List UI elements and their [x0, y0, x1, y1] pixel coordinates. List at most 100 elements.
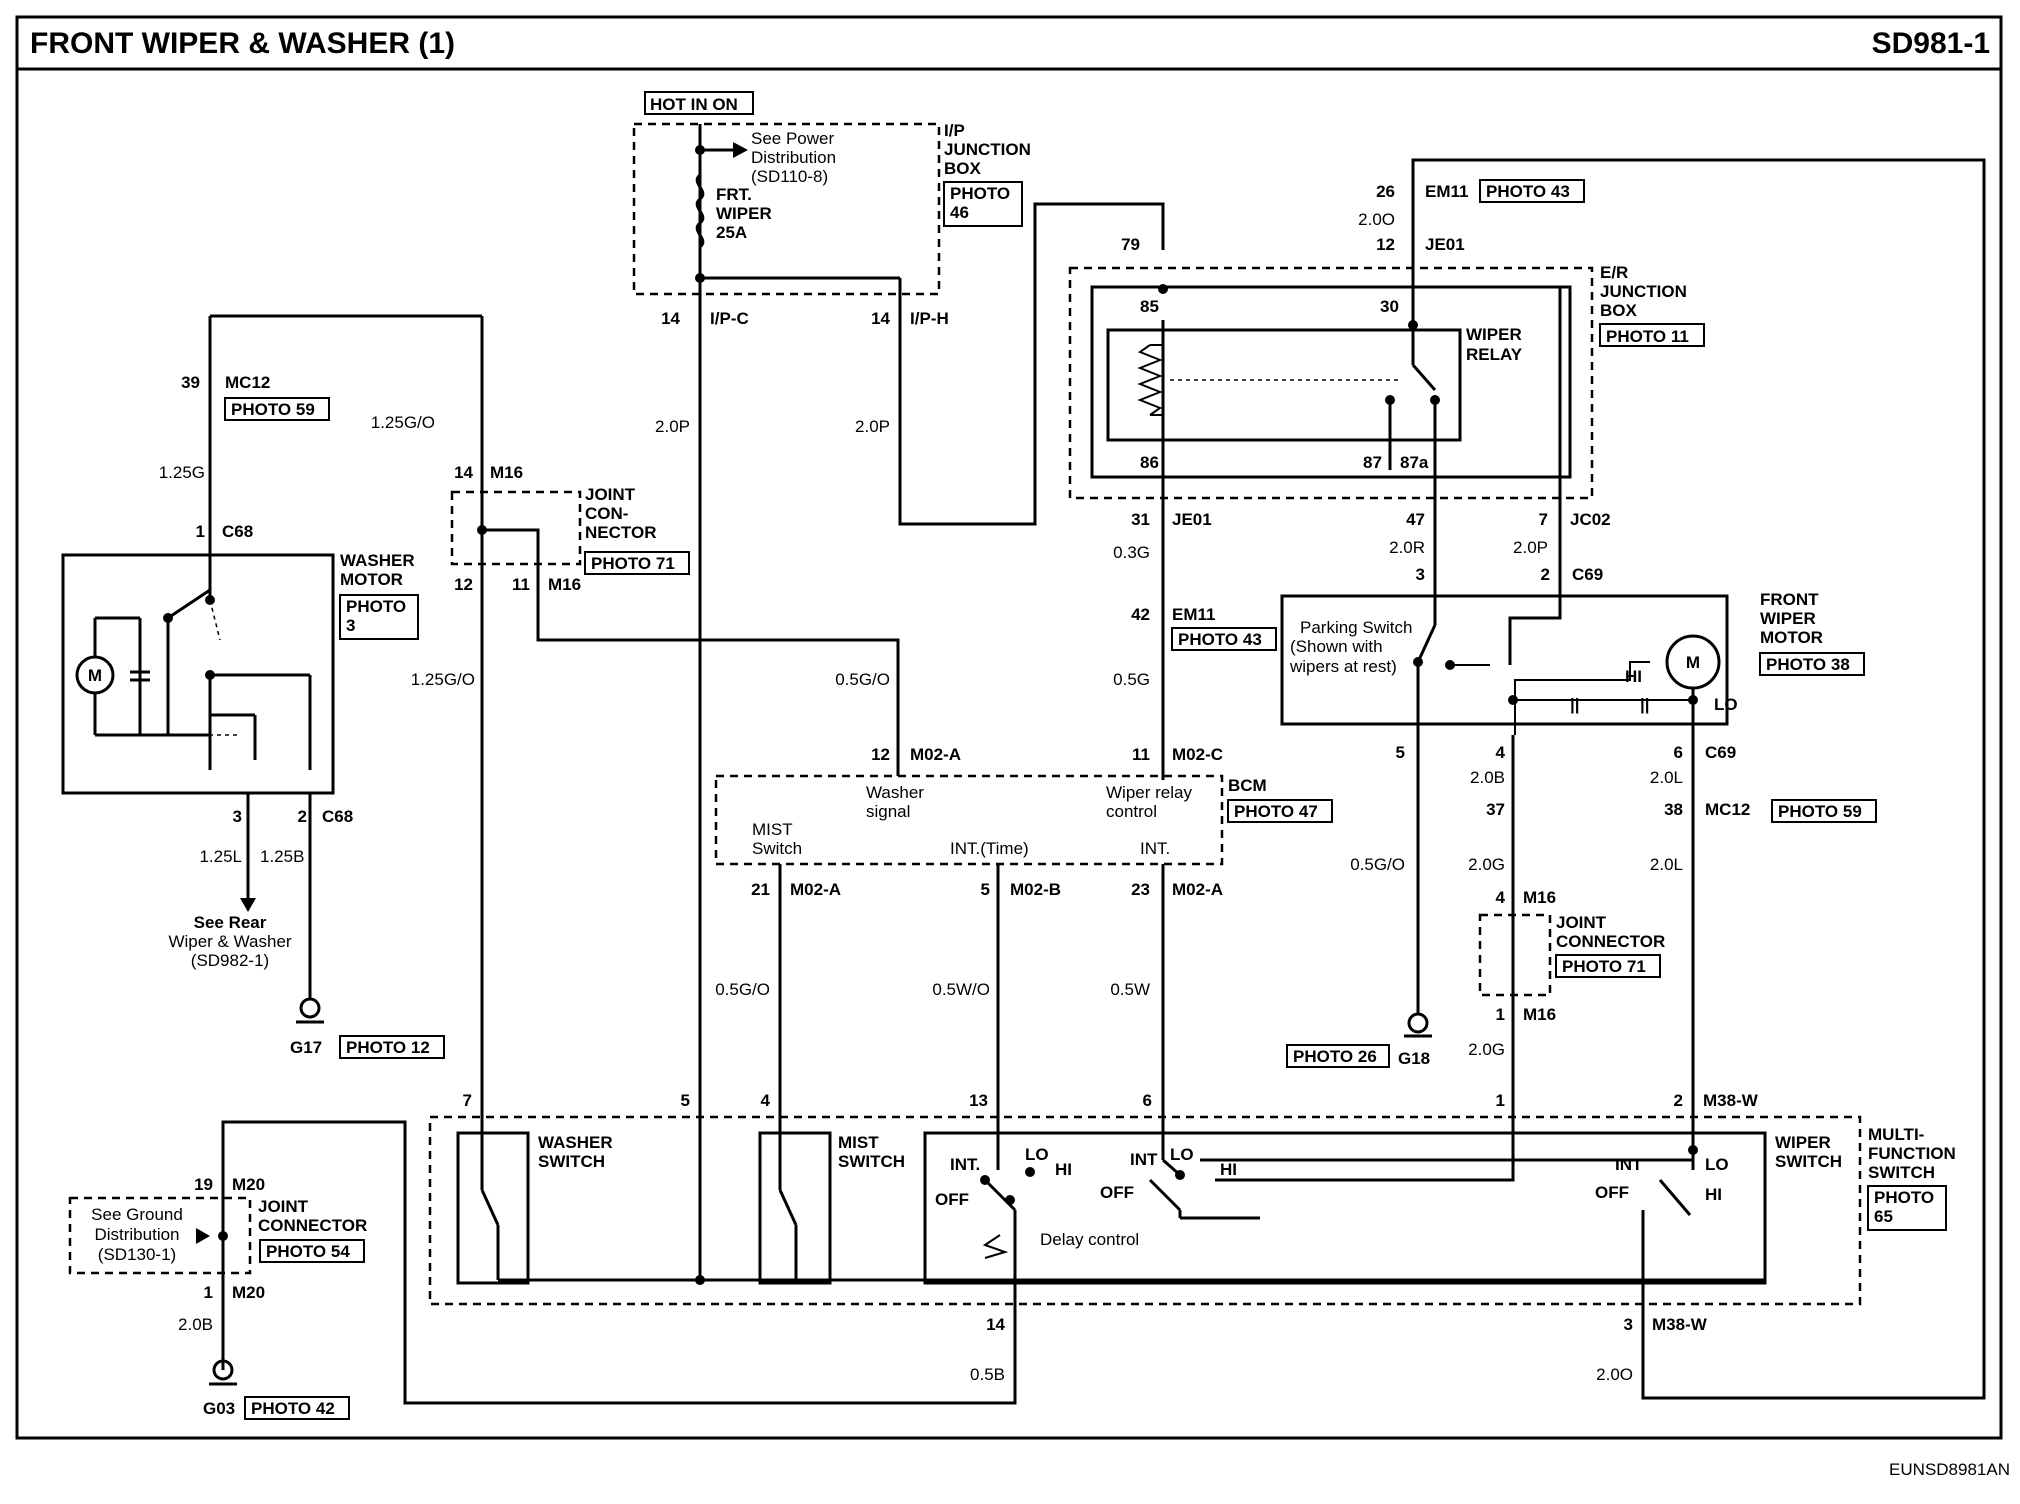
svg-text:6: 6	[1674, 743, 1683, 762]
svg-text:JOINT: JOINT	[1556, 913, 1607, 932]
svg-text:M16: M16	[548, 575, 581, 594]
svg-text:0.5G/O: 0.5G/O	[715, 980, 770, 999]
front-wiper-motor: Parking Switch (Shown with wipers at res…	[1280, 590, 1865, 735]
svg-text:OFF: OFF	[1595, 1183, 1629, 1202]
svg-text:I/P-H: I/P-H	[910, 309, 949, 328]
svg-text:1: 1	[204, 1283, 213, 1302]
svg-text:PHOTO 71: PHOTO 71	[1562, 957, 1646, 976]
svg-text:30: 30	[1380, 297, 1399, 316]
ip-junction-box: HOT IN ON See Power Distribution (SD110-…	[632, 91, 1031, 328]
svg-text:1: 1	[196, 522, 205, 541]
svg-text:(Shown with: (Shown with	[1290, 637, 1383, 656]
svg-text:86: 86	[1140, 453, 1159, 472]
svg-text:G03: G03	[203, 1399, 235, 1418]
svg-text:CONNECTOR: CONNECTOR	[258, 1216, 367, 1235]
svg-text:See Ground: See Ground	[91, 1205, 183, 1224]
svg-text:LO: LO	[1705, 1155, 1729, 1174]
svg-text:PHOTO 43: PHOTO 43	[1178, 630, 1262, 649]
svg-text:PHOTO 47: PHOTO 47	[1234, 802, 1318, 821]
svg-text:87: 87	[1363, 453, 1382, 472]
svg-text:2.0O: 2.0O	[1358, 210, 1395, 229]
svg-text:E/R: E/R	[1600, 263, 1628, 282]
svg-text:M02-C: M02-C	[1172, 745, 1223, 764]
svg-text:CON-: CON-	[585, 504, 628, 523]
svg-text:PHOTO 26: PHOTO 26	[1293, 1047, 1377, 1066]
svg-text:79: 79	[1121, 235, 1140, 254]
svg-text:47: 47	[1406, 510, 1425, 529]
svg-text:2.0P: 2.0P	[655, 417, 690, 436]
svg-text:3: 3	[233, 807, 242, 826]
svg-text:INT: INT	[1130, 1150, 1158, 1169]
svg-text:12: 12	[871, 745, 890, 764]
svg-text:PHOTO 38: PHOTO 38	[1766, 655, 1850, 674]
svg-text:SWITCH: SWITCH	[1775, 1152, 1842, 1171]
svg-text:11: 11	[1132, 745, 1150, 764]
ground-g18: PHOTO 26 G18	[1286, 1012, 1432, 1068]
svg-text:INT: INT	[1615, 1155, 1643, 1174]
svg-text:38: 38	[1664, 800, 1683, 819]
svg-text:2: 2	[298, 807, 307, 826]
svg-text:MIST: MIST	[838, 1133, 879, 1152]
svg-text:5: 5	[681, 1091, 690, 1110]
svg-text:SWITCH: SWITCH	[538, 1152, 605, 1171]
svg-text:1.25G/O: 1.25G/O	[411, 670, 475, 689]
svg-text:2.0P: 2.0P	[1513, 538, 1548, 557]
svg-text:PHOTO 12: PHOTO 12	[346, 1038, 430, 1057]
svg-text:C69: C69	[1705, 743, 1736, 762]
power-dist-2: Distribution	[751, 148, 836, 167]
joint-connector-m16-right: 4 M16 JOINT CONNECTOR PHOTO 71 1 M16 2.0…	[1468, 888, 1665, 1059]
svg-text:4: 4	[1496, 888, 1506, 907]
power-dist-3: (SD110-8)	[751, 167, 828, 186]
svg-text:SWITCH: SWITCH	[1868, 1163, 1935, 1182]
svg-text:LO: LO	[1714, 695, 1738, 714]
fuse-icon	[695, 173, 705, 249]
svg-text:INT.: INT.	[950, 1155, 980, 1174]
svg-text:2.0G: 2.0G	[1468, 1040, 1505, 1059]
svg-text:JOINT: JOINT	[258, 1197, 309, 1216]
svg-text:EM11: EM11	[1425, 182, 1468, 201]
svg-text:23: 23	[1131, 880, 1150, 899]
svg-text:12: 12	[1376, 235, 1395, 254]
wiper-switch	[923, 1131, 1767, 1285]
ground-g03: G03 PHOTO 42	[203, 1359, 350, 1420]
ip-jb-photo-1: PHOTO	[950, 184, 1010, 203]
svg-text:PHOTO 54: PHOTO 54	[266, 1242, 350, 1261]
washer-switch	[456, 1131, 530, 1285]
wiper-relay: WIPER RELAY 85 30 86 87 87a	[1106, 260, 1523, 472]
svg-text:65: 65	[1874, 1207, 1893, 1226]
svg-text:I/P-C: I/P-C	[710, 309, 749, 328]
svg-text:WASHER: WASHER	[538, 1133, 613, 1152]
svg-text:Wiper relay: Wiper relay	[1106, 783, 1192, 802]
svg-text:PHOTO: PHOTO	[1874, 1188, 1934, 1207]
diagram-border	[15, 67, 2003, 1440]
svg-text:See Rear: See Rear	[194, 913, 267, 932]
footer-ref: EUNSD8981AN	[1889, 1460, 2010, 1479]
svg-text:INT.: INT.	[1140, 839, 1170, 858]
svg-text:control: control	[1106, 802, 1157, 821]
svg-text:1.25G/O: 1.25G/O	[371, 413, 435, 432]
svg-text:MOTOR: MOTOR	[340, 570, 403, 589]
svg-text:wipers at rest): wipers at rest)	[1289, 657, 1397, 676]
svg-text:HI: HI	[1705, 1185, 1722, 1204]
svg-text:M38-W: M38-W	[1703, 1091, 1759, 1110]
svg-text:Parking Switch: Parking Switch	[1300, 618, 1412, 637]
fuse-label-2: WIPER	[716, 204, 772, 223]
svg-text:MC12: MC12	[1705, 800, 1750, 819]
svg-text:BCM: BCM	[1228, 776, 1267, 795]
svg-text:PHOTO 71: PHOTO 71	[591, 554, 675, 573]
svg-text:M02-A: M02-A	[1172, 880, 1223, 899]
svg-text:14: 14	[454, 463, 473, 482]
relay-coil-icon	[1137, 344, 1163, 416]
svg-text:M02-A: M02-A	[910, 745, 961, 764]
svg-text:2.0G: 2.0G	[1468, 855, 1505, 874]
svg-text:PHOTO 59: PHOTO 59	[231, 400, 315, 419]
svg-text:31: 31	[1131, 510, 1150, 529]
capacitor-icon-2: ||	[1640, 695, 1650, 714]
svg-text:M: M	[1686, 653, 1700, 672]
washer-motor: 39 MC12 PHOTO 59 1.25G 1 C68 WASHER MOTO…	[61, 314, 482, 795]
svg-text:85: 85	[1140, 297, 1159, 316]
svg-text:(SD982-1): (SD982-1)	[191, 951, 269, 970]
svg-text:M38-W: M38-W	[1652, 1315, 1708, 1334]
svg-text:M20: M20	[232, 1175, 265, 1194]
svg-text:7: 7	[463, 1091, 472, 1110]
